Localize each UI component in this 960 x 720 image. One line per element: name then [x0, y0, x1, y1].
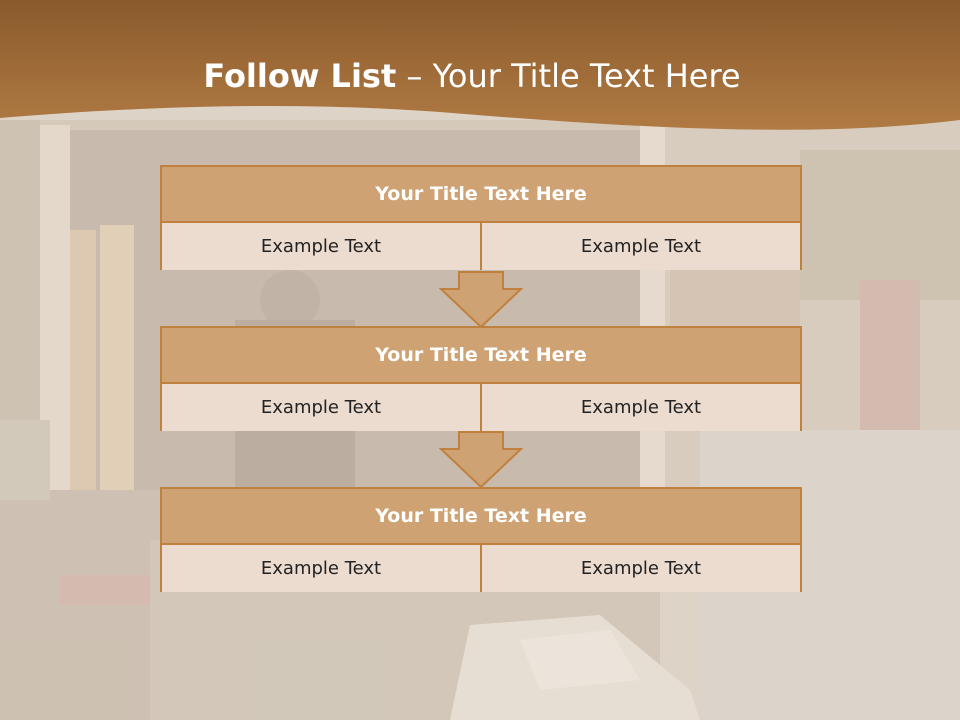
down-arrow-icon	[439, 271, 523, 329]
block-cell-left: Example Text	[162, 223, 480, 270]
follow-block-2: Your Title Text Here Example Text Exampl…	[160, 326, 802, 431]
block-cell-right: Example Text	[480, 223, 800, 270]
block-cell-right: Example Text	[480, 545, 800, 592]
block-cell-right: Example Text	[480, 384, 800, 431]
block-row: Example Text Example Text	[162, 384, 800, 431]
block-row: Example Text Example Text	[162, 223, 800, 270]
block-row: Example Text Example Text	[162, 545, 800, 592]
follow-block-3: Your Title Text Here Example Text Exampl…	[160, 487, 802, 592]
title-rest: – Your Title Text Here	[396, 57, 741, 95]
header-band	[0, 0, 960, 130]
title-bold: Follow List	[203, 57, 397, 95]
block-title: Your Title Text Here	[162, 167, 800, 223]
follow-block-1: Your Title Text Here Example Text Exampl…	[160, 165, 802, 270]
block-cell-left: Example Text	[162, 545, 480, 592]
down-arrow-icon	[439, 431, 523, 489]
block-title: Your Title Text Here	[162, 489, 800, 545]
block-cell-left: Example Text	[162, 384, 480, 431]
slide-title: Follow List – Your Title Text Here	[0, 52, 944, 100]
block-title: Your Title Text Here	[162, 328, 800, 384]
